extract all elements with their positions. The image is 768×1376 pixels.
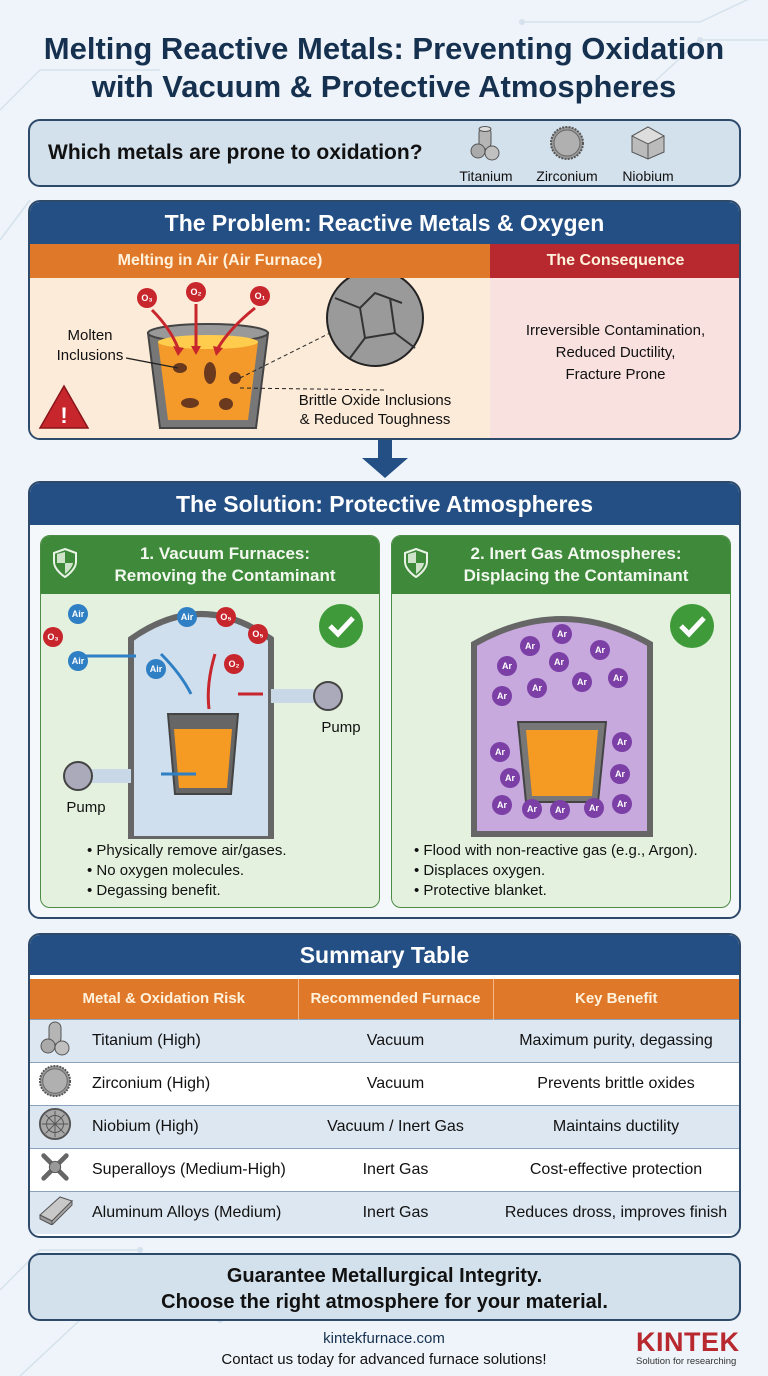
svg-text:Pump: Pump (321, 719, 360, 736)
table-row: Titanium (High) Vacuum Maximum purity, d… (30, 1018, 739, 1062)
cylinders-icon (38, 1020, 78, 1061)
down-arrow-icon (362, 440, 408, 478)
table-row: Superalloys (Medium-High) Inert Gas Cost… (30, 1147, 739, 1191)
brand-tagline: Solution for researching (636, 1356, 737, 1367)
ingot-icon (38, 1195, 78, 1230)
svg-text:Inclusions: Inclusions (57, 347, 124, 364)
svg-text:Ar: Ar (527, 804, 537, 814)
metal-zirconium: Zirconium (535, 125, 599, 184)
website-link[interactable]: kintekfurnace.com (323, 1330, 445, 1347)
brand-logo: KINTEK Solution for researching (636, 1328, 740, 1367)
inert-bullets: Flood with non-reactive gas (e.g., Argon… (414, 841, 697, 901)
oxygen-molecule-icon (137, 282, 270, 308)
shield-icon (53, 548, 77, 578)
svg-text:Ar: Ar (495, 747, 505, 757)
air-furnace-subheading: Melting in Air (Air Furnace) (30, 244, 490, 278)
svg-text:Air: Air (150, 664, 163, 674)
column-header: Metal & Oxidation Risk (30, 979, 299, 1019)
solution-panel: The Solution: Protective Atmospheres 1. … (28, 481, 741, 919)
inert-gas-card: 2. Inert Gas Atmospheres: Displacing the… (391, 535, 731, 908)
svg-text:Molten: Molten (67, 327, 112, 344)
question-text: Which metals are prone to oxidation? (48, 141, 423, 164)
table-header-row: Metal & Oxidation Risk Recommended Furna… (30, 979, 739, 1019)
page-title: Melting Reactive Metals: Preventing Oxid… (0, 30, 768, 106)
svg-text:Ar: Ar (525, 641, 535, 651)
disc-icon (550, 126, 584, 160)
svg-text:O₂: O₂ (229, 659, 240, 669)
svg-text:Ar: Ar (497, 691, 507, 701)
table-row: Aluminum Alloys (Medium) Inert Gas Reduc… (30, 1190, 739, 1234)
cta-banner: Guarantee Metallurgical Integrity. Choos… (28, 1253, 741, 1321)
metal-niobium: Niobium (616, 125, 680, 184)
disc-icon (38, 1064, 78, 1103)
contact-text: Contact us today for advanced furnace so… (221, 1351, 547, 1368)
question-box: Which metals are prone to oxidation? Tit… (28, 119, 741, 187)
svg-text:O₃: O₃ (141, 293, 152, 303)
consequence-subheading: The Consequence (490, 244, 739, 278)
table-row: Niobium (High) Vacuum / Inert Gas Mainta… (30, 1104, 739, 1148)
textured-disc-icon (38, 1107, 78, 1146)
metal-label: Niobium (622, 168, 674, 184)
warning-icon (38, 384, 90, 429)
svg-text:Pump: Pump (66, 799, 105, 816)
title-line-1: Melting Reactive Metals: Preventing Oxid… (43, 31, 725, 66)
column-header: Key Benefit (493, 979, 739, 1019)
summary-panel: Summary Table Metal & Oxidation Risk Rec… (28, 933, 741, 1238)
svg-text:Ar: Ar (557, 629, 567, 639)
svg-text:Air: Air (181, 612, 194, 622)
cube-icon (630, 126, 666, 160)
shield-icon (404, 548, 428, 578)
cylinders-icon (470, 126, 500, 161)
svg-text:Ar: Ar (577, 677, 587, 687)
svg-text:Ar: Ar (505, 773, 515, 783)
title-line-2: with Vacuum & Protective Atmospheres (91, 69, 677, 104)
svg-text:Brittle Oxide Inclusions: Brittle Oxide Inclusions (299, 392, 452, 409)
consequence-text: Irreversible Contamination, Reduced Duct… (525, 322, 706, 383)
svg-text:O₁: O₁ (255, 291, 266, 301)
inert-card-header: 2. Inert Gas Atmospheres: Displacing the… (392, 536, 730, 594)
svg-text:Ar: Ar (617, 799, 627, 809)
svg-text:O₂: O₂ (191, 287, 202, 297)
column-header: Recommended Furnace (298, 979, 494, 1019)
air-furnace-section: Melting in Air (Air Furnace) O₃ O₂ O₁ Molt… (30, 244, 490, 438)
svg-text:& Reduced Toughness: & Reduced Toughness (300, 411, 451, 428)
svg-text:O₃: O₃ (47, 632, 58, 642)
svg-text:Ar: Ar (617, 737, 627, 747)
metal-titanium: Titanium (454, 125, 518, 184)
svg-text:Ar: Ar (555, 805, 565, 815)
svg-text:Ar: Ar (615, 769, 625, 779)
metal-label: Titanium (459, 168, 513, 184)
svg-text:O₅: O₅ (252, 629, 263, 639)
vacuum-card-header: 1. Vacuum Furnaces: Removing the Contami… (41, 536, 379, 594)
svg-text:Ar: Ar (589, 803, 599, 813)
summary-table: Metal & Oxidation Risk Recommended Furna… (30, 979, 739, 1234)
svg-text:Air: Air (72, 609, 85, 619)
svg-text:Ar: Ar (532, 683, 542, 693)
svg-text:!: ! (60, 403, 67, 428)
svg-text:Ar: Ar (554, 657, 564, 667)
svg-text:Air: Air (72, 656, 85, 666)
svg-text:Ar: Ar (497, 800, 507, 810)
problem-panel: The Problem: Reactive Metals & Oxygen Me… (28, 200, 741, 440)
svg-text:Ar: Ar (613, 673, 623, 683)
turbine-blade-icon (38, 1150, 78, 1189)
vacuum-furnace-illustration: Air Air Air Air O₃ O₅ O₅ O₂ Pump Pump (43, 604, 363, 839)
svg-text:Ar: Ar (502, 661, 512, 671)
summary-heading: Summary Table (30, 935, 739, 975)
problem-heading: The Problem: Reactive Metals & Oxygen (30, 202, 739, 244)
vacuum-bullets: Physically remove air/gases. No oxygen m… (87, 841, 286, 901)
vacuum-furnace-card: 1. Vacuum Furnaces: Removing the Contami… (40, 535, 380, 908)
table-row: Zirconium (High) Vacuum Prevents brittle… (30, 1061, 739, 1105)
metal-label: Zirconium (536, 168, 598, 184)
brand-name: KINTEK (636, 1327, 740, 1357)
air-furnace-illustration: O₃ O₂ O₁ Molten Inclusions ! Brittle Oxide… (38, 278, 452, 429)
consequence-section: The Consequence Irreversible Contaminati… (490, 244, 739, 438)
svg-text:Ar: Ar (595, 645, 605, 655)
svg-text:O₅: O₅ (220, 612, 231, 622)
solution-heading: The Solution: Protective Atmospheres (30, 483, 739, 525)
